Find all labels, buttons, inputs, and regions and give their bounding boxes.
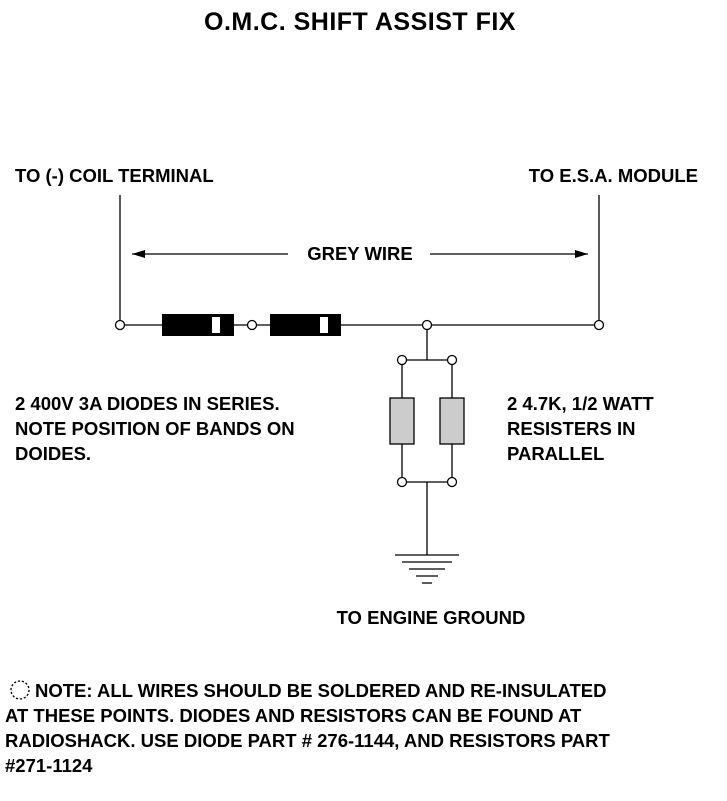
diode-1 — [162, 314, 234, 336]
solder-point-icon — [446, 476, 458, 488]
diode-2 — [270, 314, 341, 336]
solder-point-icon — [396, 354, 408, 366]
esa-module-label: TO E.S.A. MODULE — [529, 165, 698, 186]
diodes-note-line: NOTE POSITION OF BANDS ON — [15, 418, 295, 439]
footer-note-line: AT THESE POINTS. DIODES AND RESISTORS CA… — [5, 705, 582, 726]
footer-note-line: RADIOSHACK. USE DIODE PART # 276-1144, A… — [5, 730, 611, 751]
diodes-note-line: DOIDES. — [15, 443, 91, 464]
resistors-note-line: PARALLEL — [507, 443, 604, 464]
solder-point-icon — [114, 319, 126, 331]
diodes-note-line: 2 400V 3A DIODES IN SERIES. — [15, 393, 280, 414]
page-title: O.M.C. SHIFT ASSIST FIX — [204, 8, 516, 36]
ground-symbol-icon — [395, 554, 459, 584]
diodes-note: 2 400V 3A DIODES IN SERIES. NOTE POSITIO… — [15, 393, 300, 464]
engine-ground-label: TO ENGINE GROUND — [337, 607, 526, 628]
grey-wire-span-arrow — [132, 250, 588, 258]
resistor-2 — [439, 397, 465, 445]
solder-point-legend-icon — [10, 680, 30, 700]
footer-note-line: #271-1124 — [5, 755, 93, 776]
solder-point-icon — [246, 319, 258, 331]
footer-note-line: NOTE: ALL WIRES SHOULD BE SOLDERED AND R… — [35, 680, 606, 701]
solder-point-icon — [421, 319, 433, 331]
resistors-note-line: 2 4.7K, 1/2 WATT — [507, 393, 654, 414]
solder-points — [114, 319, 605, 488]
footer-note: NOTE: ALL WIRES SHOULD BE SOLDERED AND R… — [5, 680, 615, 776]
coil-terminal-label: TO (-) COIL TERMINAL — [15, 165, 214, 186]
resistors-note-line: RESISTERS IN — [507, 418, 636, 439]
resistors-note: 2 4.7K, 1/2 WATT RESISTERS IN PARALLEL — [507, 393, 659, 464]
grey-wire-label: GREY WIRE — [307, 243, 413, 264]
resistor-1 — [389, 397, 415, 445]
solder-point-icon — [446, 354, 458, 366]
solder-point-icon — [396, 476, 408, 488]
solder-point-icon — [593, 319, 605, 331]
